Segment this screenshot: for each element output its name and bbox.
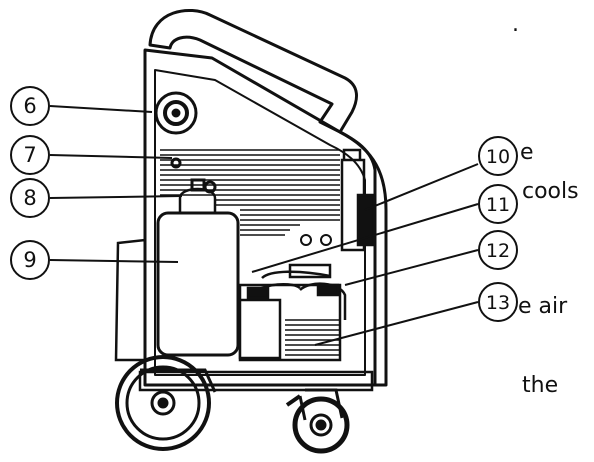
callout-13: 13 [478,282,518,322]
callout-7: 7 [10,135,50,175]
callout-12: 12 [478,230,518,270]
callout-8: 8 [10,178,50,218]
base-plate [138,370,374,392]
svg-text:11: 11 [486,194,510,216]
callout-9: 9 [10,240,50,280]
handle [148,8,358,134]
knob-icon [320,234,332,246]
callout-6: 6 [10,86,50,126]
text-fragment-cools: cools [522,179,579,204]
svg-text:7: 7 [23,143,36,167]
knob-icon [300,234,312,246]
svg-text:8: 8 [23,186,36,210]
callout-10: 10 [478,136,518,176]
text-fragment-air: e air [518,294,568,319]
side-panel [338,130,388,387]
filter-block [340,148,376,252]
gauge-icon [154,91,198,135]
condenser-grille [160,149,340,236]
svg-text:12: 12 [486,240,510,262]
side-case [114,238,147,362]
svg-text:6: 6 [23,94,36,118]
text-fragment-e: e [520,140,534,165]
callout-11: 11 [478,184,518,224]
compressor [238,263,347,362]
compressor-fins [285,319,340,356]
text-fragment-the: the [522,373,559,398]
leader-lines [49,105,479,346]
caster-icon [285,388,350,454]
text-fragment-dot: . [512,12,519,37]
svg-text:13: 13 [486,292,510,314]
wheel-icon [115,355,217,451]
svg-text:9: 9 [23,248,36,272]
tank [156,157,240,357]
svg-text:10: 10 [486,146,510,168]
